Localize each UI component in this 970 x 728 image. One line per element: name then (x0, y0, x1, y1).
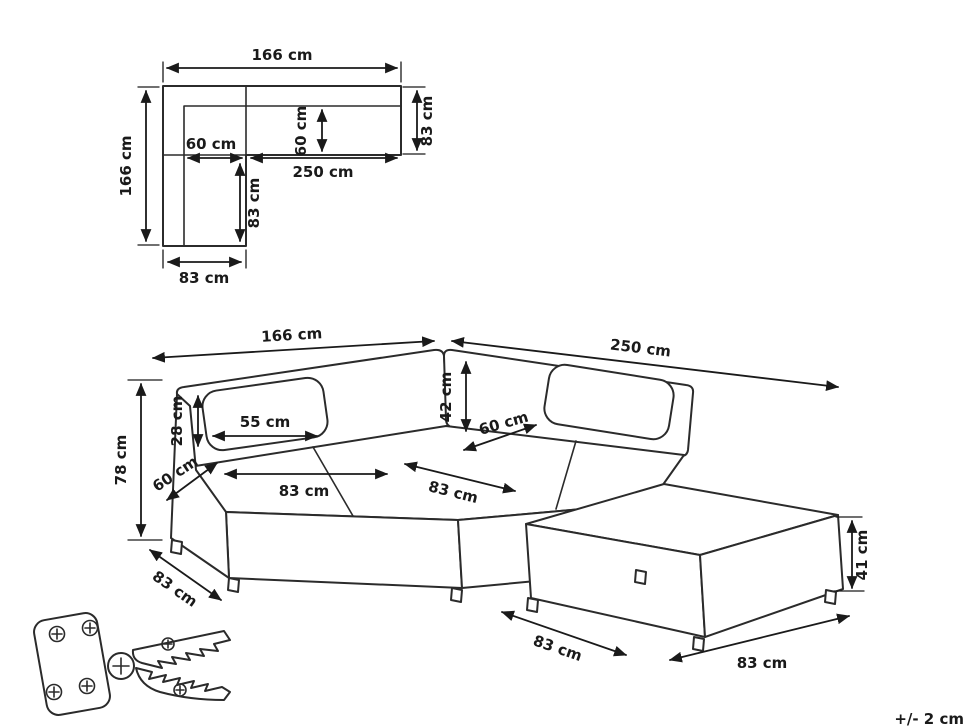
dimension-arrow (462, 423, 538, 452)
dimension-label: 83 cm (279, 482, 330, 500)
sofa-seat-division-lines (312, 440, 577, 517)
plan-view: 166 cm 83 cm 60 cm 60 cm 250 cm 83 cm 16… (117, 46, 436, 287)
dim-persp-seat-width-left: 83 cm (223, 468, 389, 500)
dimension-label: 250 cm (609, 335, 672, 360)
dimension-label: 83 cm (531, 632, 585, 666)
dim-persp-ottoman-width: 83 cm (668, 613, 851, 672)
dimension-label: 28 cm (168, 396, 186, 447)
clip-screw-slots (163, 639, 185, 695)
plan-extension-lines (137, 61, 426, 269)
dimension-label: 166 cm (261, 324, 323, 346)
ottoman-right-face (699, 514, 844, 638)
screw-icon (173, 683, 187, 697)
dim-plan-long-side: 250 cm (249, 152, 399, 181)
plan-sofa-outline (162, 85, 402, 247)
dim-persp-ottoman-depth: 83 cm (500, 610, 628, 666)
plate-screw-icons (45, 619, 99, 701)
dim-plan-left-leg-inner: 83 cm (234, 162, 263, 243)
dim-plan-seat-depth-top-leg: 60 cm (292, 106, 328, 157)
screw-cross-slots (48, 622, 96, 698)
dimension-label: 166 cm (251, 46, 312, 64)
screw-icon (81, 619, 99, 637)
dim-persp-overall-height: 78 cm (112, 382, 147, 538)
dimension-arrow (166, 462, 218, 501)
dimension-arrow (403, 461, 517, 494)
screw-icon (48, 625, 66, 643)
dimension-label: 55 cm (240, 413, 291, 431)
dimension-label: 60 cm (292, 106, 310, 157)
dimension-label: 166 cm (117, 135, 135, 196)
screw-icon (161, 637, 175, 651)
screw-icon (78, 677, 96, 695)
perspective-extension-ticks (127, 379, 865, 592)
perspective-view: 166 cm 250 cm 78 cm 28 cm 55 cm 42 cm 60… (112, 324, 871, 672)
dimension-arrow (668, 613, 851, 663)
dim-persp-left-side: 166 cm (151, 324, 436, 363)
dimension-arrow (450, 337, 840, 391)
dimension-label: 83 cm (737, 654, 788, 672)
dim-persp-cushion-height: 28 cm (168, 394, 204, 448)
dimension-arrow (149, 549, 222, 601)
dimension-label: 41 cm (853, 530, 871, 581)
assembly-hardware-icon (33, 612, 231, 716)
sofa-base-front-left (225, 511, 463, 589)
dimension-label: 83 cm (418, 96, 436, 147)
clip-upper-jaw (131, 630, 231, 669)
dimension-label: 83 cm (149, 567, 201, 611)
dimension-label: 250 cm (292, 163, 353, 181)
dim-plan-seat-depth-left-leg: 60 cm (186, 135, 244, 164)
screw-icon (45, 683, 63, 701)
assembly-plate-icon (33, 612, 111, 716)
dimension-arrow (151, 336, 436, 363)
dim-plan-left-side: 166 cm (117, 89, 152, 243)
dimension-label: 83 cm (245, 178, 263, 229)
assembly-clip-icon (107, 630, 231, 701)
dimension-arrow (500, 610, 628, 657)
clip-pivot-cross (112, 657, 130, 675)
tolerance-note: +/- 2 cm (894, 710, 964, 728)
dim-persp-cushion-width: 55 cm (211, 413, 319, 442)
dim-plan-top-width: 166 cm (165, 46, 399, 74)
dimension-label: 78 cm (112, 435, 130, 486)
dim-persp-backrest-height: 42 cm (437, 360, 472, 433)
dimension-label: 83 cm (179, 269, 230, 287)
dimension-label: 42 cm (437, 372, 455, 423)
dimension-label: 60 cm (186, 135, 237, 153)
dim-plan-right-depth: 83 cm (411, 89, 436, 152)
dim-plan-bottom-width: 83 cm (166, 256, 243, 287)
dim-persp-ottoman-height: 41 cm (846, 519, 871, 590)
